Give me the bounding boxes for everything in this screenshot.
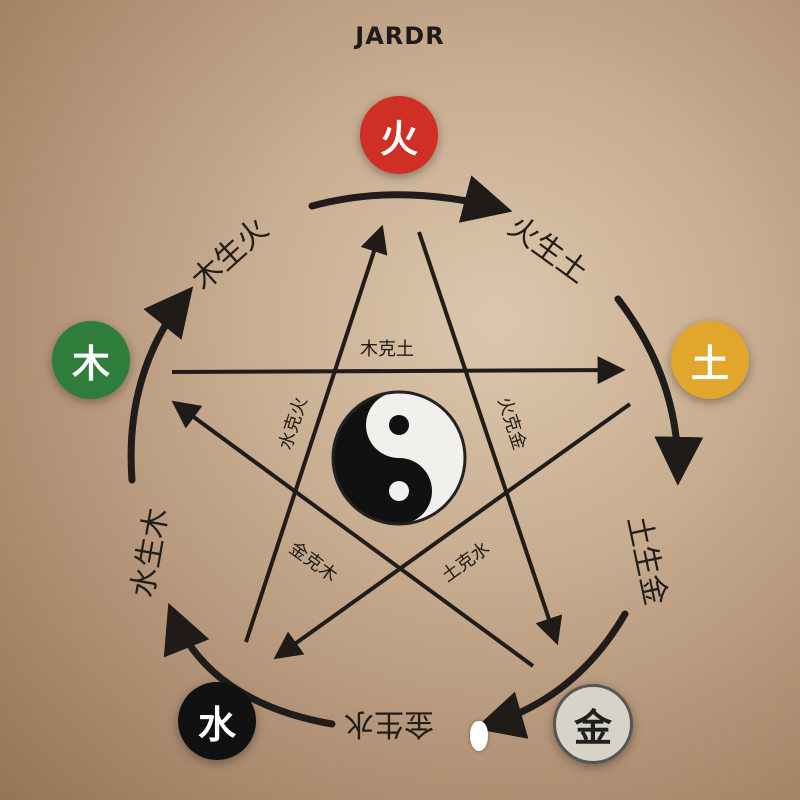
page-title: JARDR	[355, 22, 445, 50]
line-wood-to-earth	[171, 356, 626, 385]
arrow-earth-to-metal	[614, 295, 704, 486]
outer-label-bottom: 金生水	[344, 706, 434, 741]
yin-yang-icon	[331, 390, 467, 526]
arrow-wood-to-fire	[127, 286, 194, 484]
line-earth-to-water	[273, 402, 632, 660]
fire-node: 火	[360, 96, 438, 174]
arrow-metal-to-water	[474, 610, 629, 739]
metal-node: 金	[553, 684, 633, 764]
line-water-to-fire	[244, 224, 388, 643]
earth-node: 土	[671, 321, 749, 399]
wood-node: 木	[52, 321, 130, 399]
line-metal-to-wood	[171, 400, 535, 668]
line-fire-to-metal	[417, 231, 563, 646]
inner-label-top: 木克土	[360, 339, 414, 360]
controlling-cycle	[171, 224, 632, 668]
water-node: 水	[178, 682, 256, 760]
arrow-fire-to-earth	[308, 175, 513, 223]
cursor-drop-icon	[470, 721, 488, 751]
